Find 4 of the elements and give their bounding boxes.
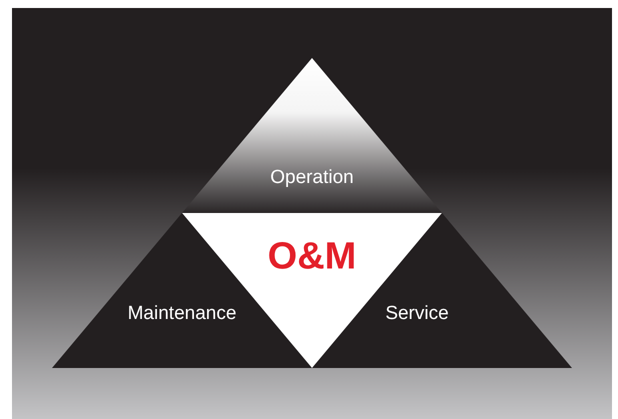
title-label: O&M [268, 236, 356, 278]
segment-label: Service [385, 303, 449, 325]
segment-label: Maintenance [128, 303, 236, 325]
segment-label: Operation [270, 167, 354, 189]
